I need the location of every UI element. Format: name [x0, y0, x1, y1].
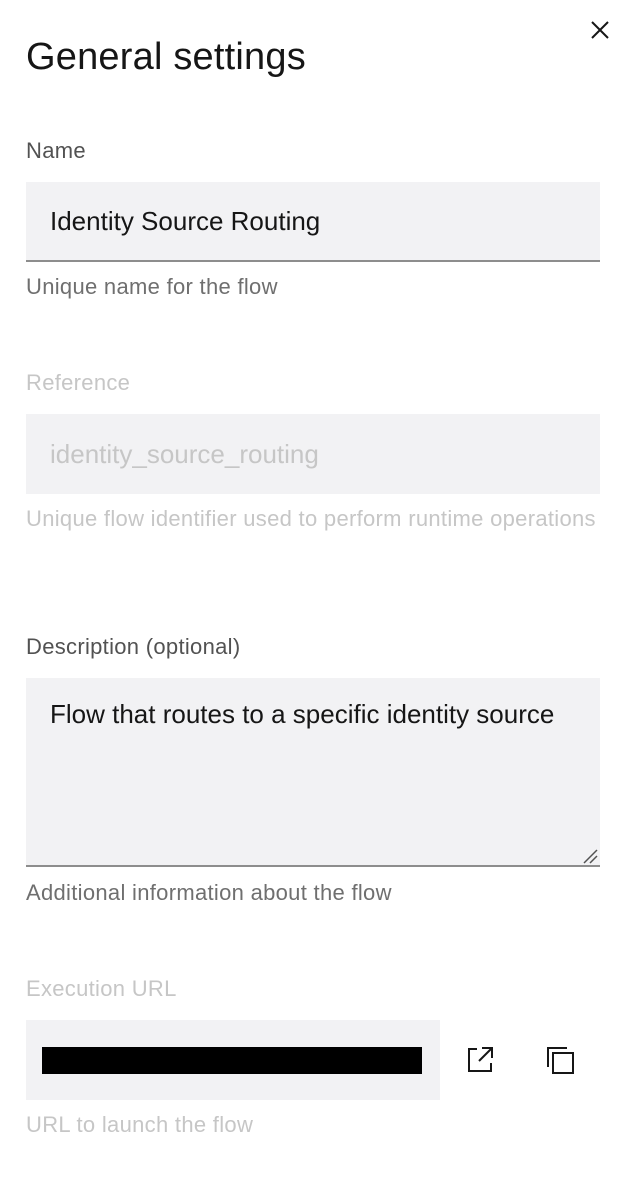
- reference-helper-text: Unique flow identifier used to perform r…: [26, 506, 596, 531]
- close-icon: [591, 21, 609, 39]
- copy-url-button[interactable]: [540, 1040, 580, 1080]
- launch-icon: [468, 1047, 493, 1072]
- open-url-button[interactable]: [460, 1040, 500, 1080]
- copy-icon: [547, 1047, 574, 1074]
- reference-input: [26, 414, 600, 494]
- close-button[interactable]: [586, 16, 614, 44]
- name-helper-text: Unique name for the flow: [26, 274, 278, 299]
- page-title: General settings: [26, 36, 306, 78]
- description-textarea[interactable]: Flow that routes to a specific identity …: [26, 678, 600, 867]
- description-helper-text: Additional information about the flow: [26, 880, 392, 905]
- execution-url-field: [26, 1020, 440, 1100]
- name-label: Name: [26, 138, 86, 163]
- name-input[interactable]: [26, 182, 600, 262]
- redacted-url-value: [42, 1047, 422, 1074]
- execution-url-label: Execution URL: [26, 976, 177, 1001]
- resize-handle-icon[interactable]: [582, 848, 598, 864]
- description-label: Description (optional): [26, 634, 241, 659]
- execution-url-helper-text: URL to launch the flow: [26, 1112, 254, 1137]
- reference-label: Reference: [26, 370, 131, 395]
